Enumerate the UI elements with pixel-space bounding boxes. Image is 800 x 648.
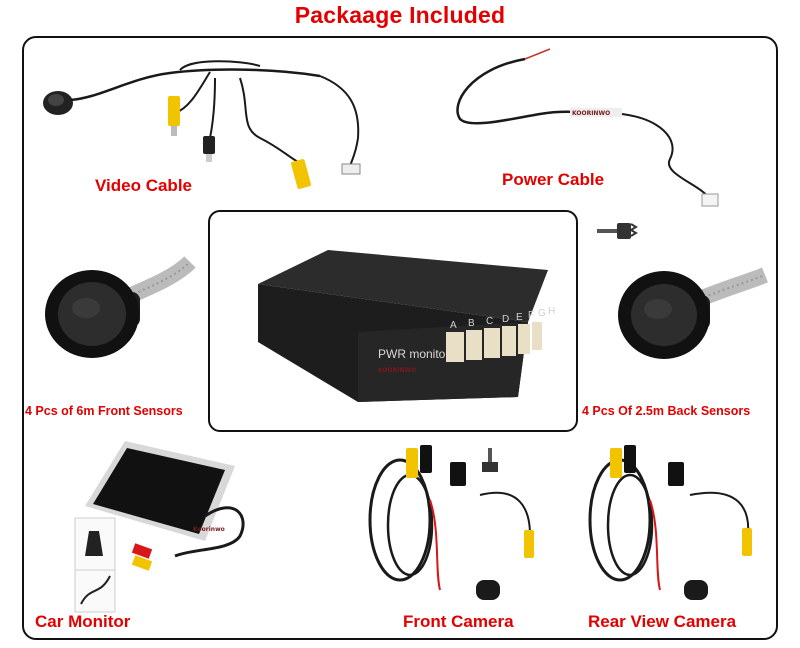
- package-frame: [22, 36, 778, 640]
- front-camera-label: Front Camera: [403, 612, 514, 631]
- box-brand-mark: KOORINWO: [378, 367, 416, 374]
- power-brand-tag: KOORINWO: [572, 110, 610, 117]
- car-monitor-image: Koorinwo: [74, 441, 245, 613]
- port-label-a: A: [450, 320, 457, 331]
- port-label-c: C: [486, 316, 493, 327]
- back-sensor-image: [618, 267, 768, 359]
- port-label-g: G: [538, 308, 546, 319]
- monitor-brand-mark: Koorinwo: [193, 526, 225, 533]
- video-cable-image: [43, 60, 361, 189]
- front-sensor-image: [45, 256, 196, 358]
- video-cable-label: Video Cable: [95, 176, 192, 195]
- car-monitor-label: Car Monitor: [35, 612, 131, 631]
- front-sensors-label: 4 Pcs of 6m Front Sensors: [25, 404, 183, 418]
- port-row: [446, 322, 542, 362]
- port-label-h: H: [548, 306, 555, 317]
- hole-saw-image: [597, 223, 638, 239]
- port-label-b: B: [468, 318, 475, 329]
- page-title: Packaage Included: [294, 2, 506, 28]
- power-cable-label: Power Cable: [502, 170, 605, 189]
- back-sensors-label: 4 Pcs Of 2.5m Back Sensors: [582, 404, 751, 418]
- front-camera-image: [368, 445, 534, 600]
- pwr-monitor-label: PWR monitor: [378, 347, 449, 361]
- port-label-d: D: [502, 314, 509, 325]
- rear-camera-label: Rear View Camera: [588, 612, 737, 631]
- power-cable-image: KOORINWO: [456, 48, 719, 207]
- control-box-image: PWR monitor A B C D E F G H KOORINWO: [258, 250, 555, 402]
- port-label-e: E: [516, 312, 523, 323]
- port-label-f: F: [528, 310, 534, 321]
- rear-camera-image: [588, 445, 752, 600]
